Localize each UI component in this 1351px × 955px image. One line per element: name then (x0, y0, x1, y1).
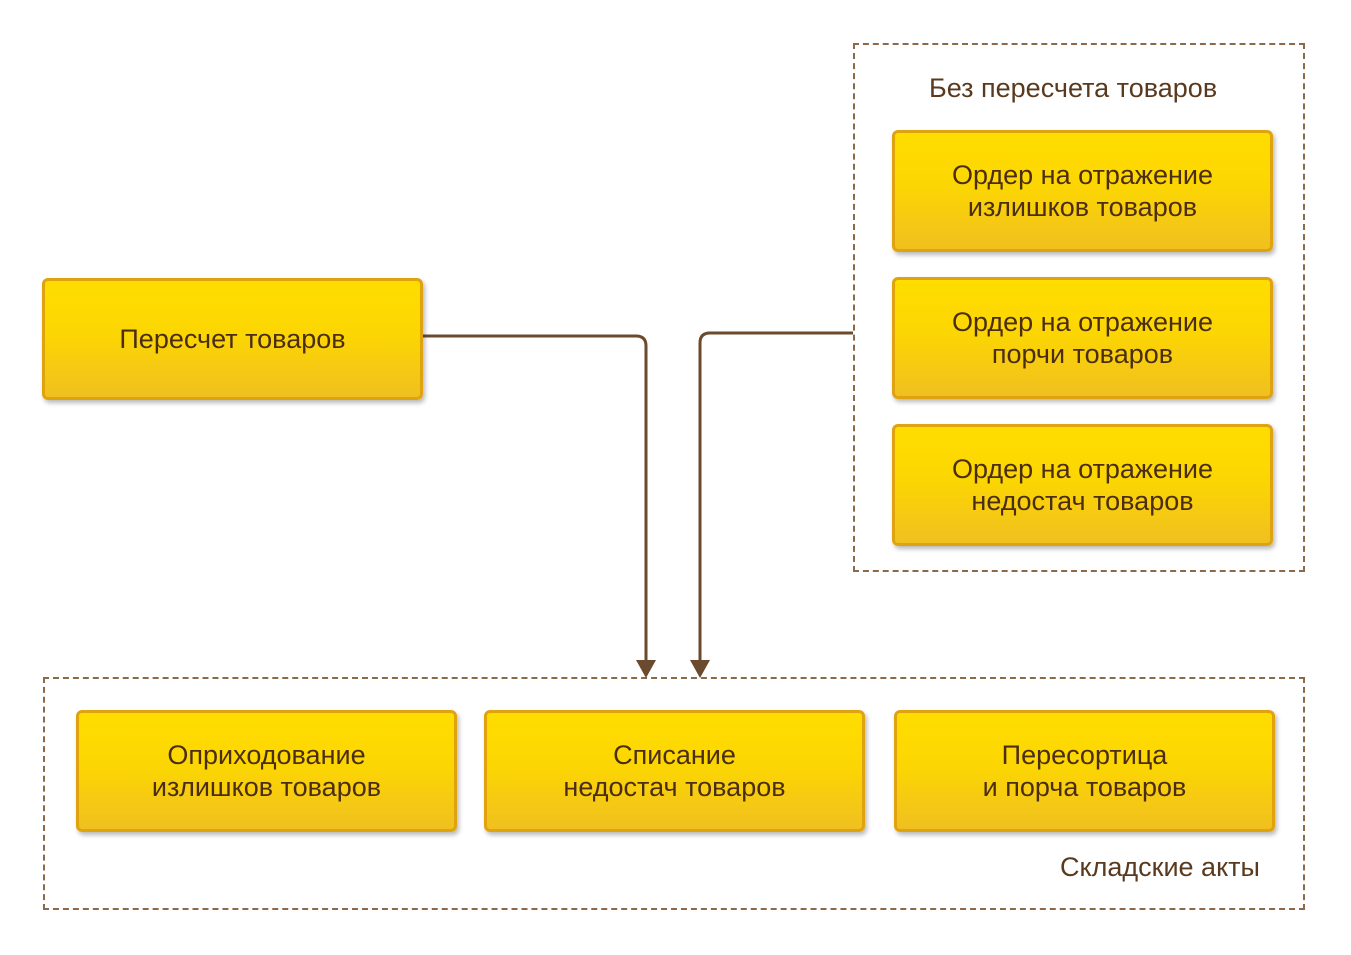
surplus-posting-node[interactable]: Оприходование излишков товаров (76, 710, 457, 832)
order-surplus-node[interactable]: Ордер на отражение излишков товаров (892, 130, 1273, 252)
no-recount-group (853, 43, 1305, 572)
no-recount-group-label: Без пересчета товаров (929, 73, 1218, 103)
order-damage-line-1: Ордер на отражение (951, 307, 1214, 337)
arrowhead-recount (636, 660, 656, 678)
regrading-damage-node[interactable]: Пересортица и порча товаров (894, 710, 1275, 832)
order-shortage-line-1: Ордер на отражение (951, 454, 1214, 484)
regrading-damage-line-1: Пересортица (1001, 740, 1168, 770)
order-surplus-line-1: Ордер на отражение (951, 160, 1214, 190)
arrowhead-norecount (690, 660, 710, 678)
connector-norecount-to-acts (698, 331, 853, 668)
order-shortage-node[interactable]: Ордер на отражение недостач товаров (892, 424, 1273, 546)
connector-recount-to-acts (421, 334, 648, 668)
order-shortage-line-2: недостач товаров (971, 486, 1194, 516)
surplus-posting-line-2: излишков товаров (151, 772, 382, 802)
warehouse-acts-group-label: Складские акты (1060, 852, 1260, 882)
recount-goods-node[interactable]: Пересчет товаров (42, 278, 423, 400)
order-surplus-line-2: излишков товаров (967, 192, 1198, 222)
shortage-writeoff-node[interactable]: Списание недостач товаров (484, 710, 865, 832)
surplus-posting-line-1: Оприходование (167, 740, 366, 770)
order-damage-node[interactable]: Ордер на отражение порчи товаров (892, 277, 1273, 399)
recount-goods-label: Пересчет товаров (119, 324, 346, 354)
warehouse-acts-group (43, 677, 1305, 910)
regrading-damage-line-2: и порча товаров (982, 772, 1187, 802)
shortage-writeoff-line-1: Списание (613, 740, 736, 770)
shortage-writeoff-line-2: недостач товаров (563, 772, 786, 802)
order-damage-line-2: порчи товаров (991, 339, 1174, 369)
